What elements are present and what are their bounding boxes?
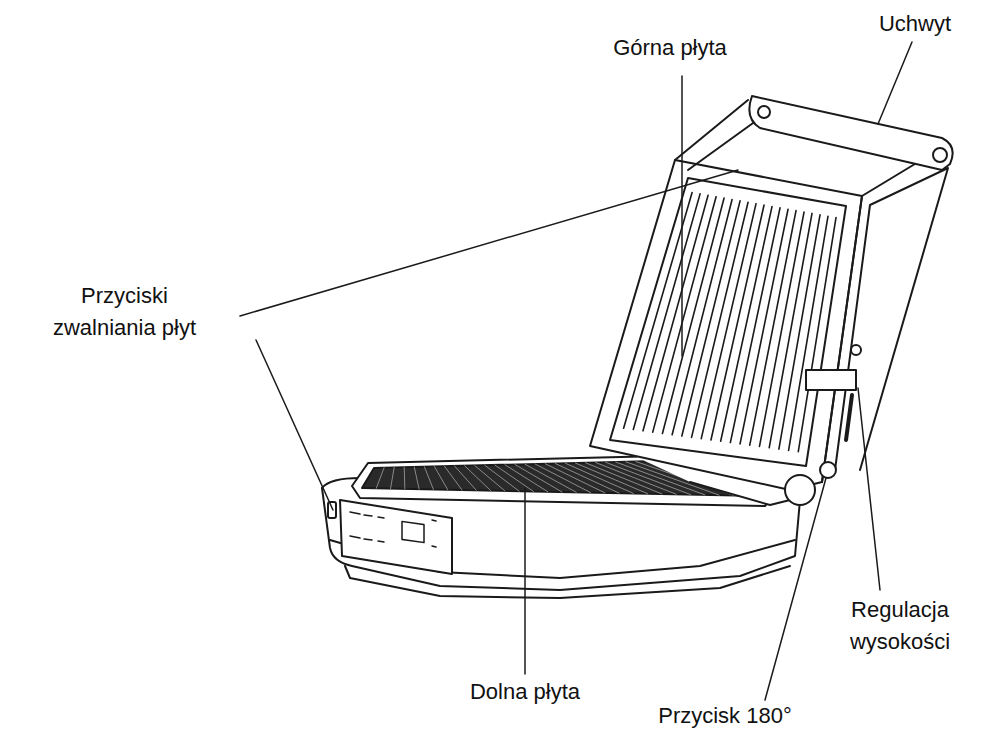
leader-line: [681, 76, 683, 356]
plate-rib: [672, 199, 732, 434]
part-label: Górna płyta: [585, 32, 755, 64]
leader-lines: [240, 42, 912, 700]
plate-rib: [414, 467, 419, 489]
plate-rib: [759, 212, 804, 446]
leader-line: [240, 170, 738, 316]
plate-rib: [545, 464, 605, 493]
handle-pivot: [933, 148, 947, 162]
plate-rib: [662, 198, 724, 433]
leader-line: [858, 388, 880, 590]
plate-rib: [525, 464, 576, 492]
plate-rib: [682, 201, 740, 436]
release-button: [328, 502, 336, 518]
upper-plate-ribs: [624, 192, 836, 451]
plate-rib: [740, 209, 788, 444]
plate-rib: [404, 467, 406, 489]
plate-rib: [376, 468, 384, 489]
handle-pivot: [758, 106, 770, 118]
height-adjust-knob: [851, 345, 861, 355]
plate-rib: [455, 466, 477, 490]
plate-rib: [789, 216, 828, 450]
plate-rib: [434, 467, 447, 490]
panel-icons: [350, 512, 436, 547]
part-label: Przycisk 180°: [640, 700, 810, 732]
plate-rib: [730, 208, 780, 443]
handle-bar: [749, 96, 952, 170]
plate-rib: [391, 468, 395, 489]
plate-rib: [505, 465, 548, 492]
hinge-knob: [785, 475, 815, 505]
plate-rib: [643, 195, 708, 431]
leader-line: [256, 340, 333, 510]
upper-housing: [590, 160, 862, 490]
plate-rib: [633, 194, 700, 430]
plate-rib: [779, 215, 820, 449]
grill-base-foot: [345, 566, 790, 598]
plate-rib: [535, 464, 590, 493]
plate-rib: [653, 197, 716, 432]
part-label: Dolna płyta: [435, 676, 615, 708]
height-adjust: [806, 370, 856, 390]
part-label: Uchwyt: [860, 8, 970, 40]
part-label: Przyciski zwalniania płyt: [32, 280, 217, 344]
button-180: [820, 462, 836, 478]
leader-line: [878, 42, 912, 124]
upper-plate: [610, 178, 846, 466]
plate-rib: [586, 463, 663, 494]
part-label: Regulacja wysokości: [812, 594, 988, 658]
handle-arm-left: [675, 100, 760, 170]
plate-rib: [424, 467, 433, 490]
control-panel: [340, 500, 452, 574]
leader-line: [765, 478, 826, 700]
leader-line: [524, 488, 526, 674]
height-slot: [846, 395, 852, 440]
plate-rib: [465, 466, 491, 491]
plate-rib: [750, 211, 796, 446]
plate-rib: [769, 213, 812, 447]
plate-rib: [445, 466, 463, 490]
handle-arm-right: [822, 150, 948, 482]
plate-rib: [495, 465, 534, 491]
